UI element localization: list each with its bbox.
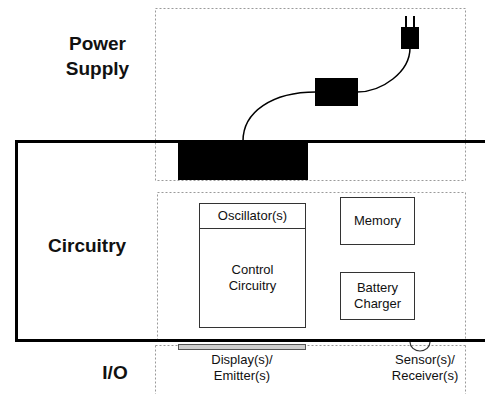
node-text: Oscillator(s): [218, 208, 287, 224]
power-cord: [357, 48, 410, 92]
charger-box: Battery Charger: [340, 272, 415, 320]
node-text: Memory: [354, 213, 401, 229]
node-text: Circuitry: [48, 235, 126, 257]
power-cord: [243, 92, 316, 141]
power-connector-block: [178, 141, 308, 180]
plug: [401, 27, 419, 49]
power-supply-region: [156, 9, 466, 181]
node-text: Battery Charger: [353, 280, 402, 312]
node-text: Control Circuitry: [212, 262, 293, 294]
control-box: Control Circuitry: [199, 228, 306, 328]
oscillator-box: Oscillator(s): [199, 203, 306, 229]
sensor-symbol: [410, 342, 430, 351]
row-label: Power Supply: [50, 31, 145, 81]
part-label: Sensor(s)/ Receiver(s): [380, 352, 470, 384]
memory-box: Memory: [340, 197, 415, 245]
circuitry-band: Circuitry Oscillator(s) Control Circuitry M…: [15, 140, 485, 342]
plug-prongs: [406, 16, 414, 27]
circuitry-region: [158, 193, 466, 341]
row-label: I/O: [85, 360, 145, 385]
display-symbol: [179, 345, 306, 350]
power-adapter: [315, 78, 358, 106]
part-label: Display(s)/ Emitter(s): [197, 352, 287, 384]
